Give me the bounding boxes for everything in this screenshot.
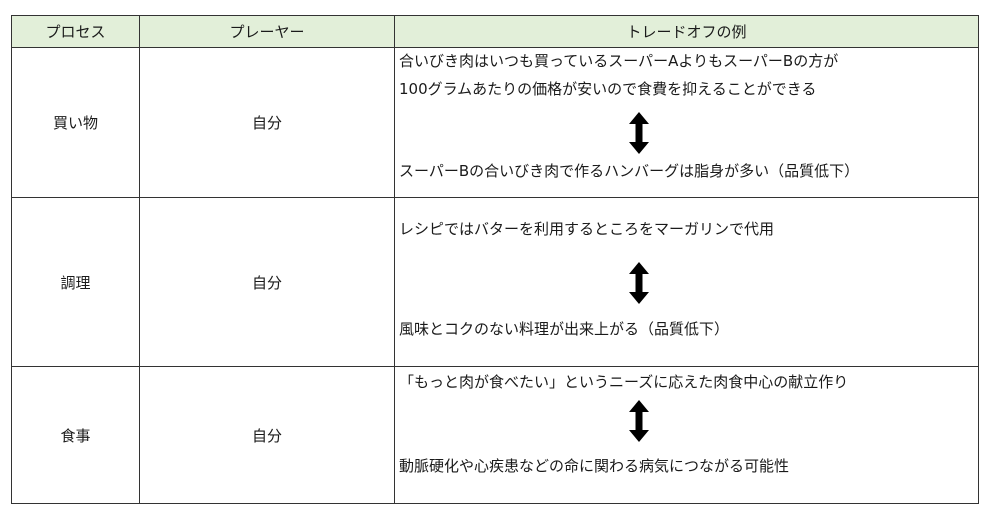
tradeoff-cost-line: 動脈硬化や心疾患などの命に関わる病気につながる可能性 bbox=[399, 457, 790, 475]
tradeoff-example-cell: レシピではバターを利用するところをマーガリンで代用 風味とコクのない料理が出来上… bbox=[394, 197, 979, 367]
tradeoff-benefit-line: 合いびき肉はいつも買っているスーパーAよりもスーパーBの方が bbox=[399, 52, 839, 70]
tradeoff-cost-line: 風味とコクのない料理が出来上がる（品質低下） bbox=[399, 320, 730, 338]
tradeoff-table: プロセス プレーヤー トレードオフの例 買い物 自分 合いびき肉はいつも買ってい… bbox=[11, 15, 979, 504]
tradeoff-example-cell: 「もっと肉が食べたい」というニーズに応えた肉食中心の献立作り 動脈硬化や心疾患な… bbox=[394, 366, 979, 504]
player-cell: 自分 bbox=[139, 366, 395, 504]
header-tradeoff-example: トレードオフの例 bbox=[394, 15, 979, 48]
table-row: 調理 自分 レシピではバターを利用するところをマーガリンで代用 風味とコクのない… bbox=[11, 197, 979, 367]
header-process: プロセス bbox=[11, 15, 140, 48]
table-row: 食事 自分 「もっと肉が食べたい」というニーズに応えた肉食中心の献立作り 動脈硬… bbox=[11, 366, 979, 504]
player-cell: 自分 bbox=[139, 47, 395, 198]
tradeoff-example-cell: 合いびき肉はいつも買っているスーパーAよりもスーパーBの方が 100グラムあたり… bbox=[394, 47, 979, 198]
tradeoff-cost-line: スーパーBの合いびき肉で作るハンバーグは脂身が多い（品質低下） bbox=[399, 162, 860, 180]
tradeoff-benefit-line: 100グラムあたりの価格が安いので食費を抑えることができる bbox=[399, 80, 817, 98]
process-cell: 買い物 bbox=[11, 47, 140, 198]
table-row: 買い物 自分 合いびき肉はいつも買っているスーパーAよりもスーパーBの方が 10… bbox=[11, 47, 979, 198]
tradeoff-benefit-line: レシピではバターを利用するところをマーガリンで代用 bbox=[399, 220, 775, 238]
player-cell: 自分 bbox=[139, 197, 395, 367]
process-cell: 食事 bbox=[11, 366, 140, 504]
double-headed-vertical-arrow-icon bbox=[629, 112, 649, 154]
header-row: プロセス プレーヤー トレードオフの例 bbox=[11, 15, 979, 48]
tradeoff-benefit-line: 「もっと肉が食べたい」というニーズに応えた肉食中心の献立作り bbox=[399, 373, 849, 391]
double-headed-vertical-arrow-icon bbox=[629, 400, 649, 442]
header-player: プレーヤー bbox=[139, 15, 395, 48]
double-headed-vertical-arrow-icon bbox=[629, 262, 649, 304]
process-cell: 調理 bbox=[11, 197, 140, 367]
